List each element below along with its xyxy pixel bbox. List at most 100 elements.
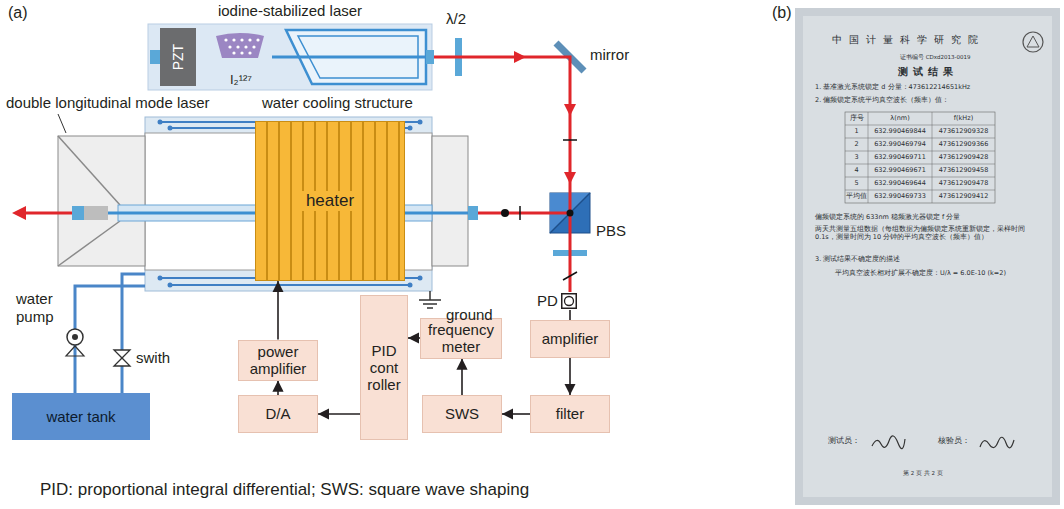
document-text: 2. 偏频锁定系统平均真空波长（频率）值： [815, 97, 949, 105]
laser-bore [272, 56, 426, 59]
polarization-dot [567, 210, 574, 217]
process-box: power amplifier [238, 340, 318, 381]
table-cell: 3 [845, 151, 868, 164]
table-cell: f(kHz) [932, 112, 995, 125]
housing-frame [58, 221, 120, 266]
iodine-cell-shape [216, 33, 264, 58]
valve-symbol [114, 350, 130, 358]
water-pump-symbol [67, 329, 83, 345]
process-box: filter [530, 395, 610, 433]
part-label: λ/2 [446, 10, 466, 28]
table-cell: 1 [845, 125, 868, 138]
photodetector-symbol [561, 293, 577, 309]
laser-module: iodine-stabilized laserPZT I₂¹²⁷ [148, 2, 432, 92]
end-cap [150, 50, 160, 64]
node-label: D/A [265, 405, 290, 422]
pipe-dot [158, 120, 423, 288]
pzt-block: PZT [160, 28, 196, 86]
table-cell: 632.990469794 [868, 138, 932, 151]
signal-arrow [318, 413, 360, 415]
end-cap [426, 50, 434, 64]
node-label: PZT [170, 44, 186, 70]
paper-sheet [803, 16, 1052, 497]
pump-stand [66, 346, 84, 356]
table-cell: 473612909458 [932, 164, 995, 177]
polarization-dot [501, 209, 509, 217]
signal-arrow [461, 359, 463, 396]
part-label: swith [136, 349, 170, 367]
laser-beam [24, 57, 570, 292]
part-label: mirror [590, 46, 629, 64]
signal-arrow [408, 337, 420, 339]
table-cell: 473612909366 [932, 138, 995, 151]
valve-symbol [114, 358, 130, 366]
end-cap [72, 206, 84, 220]
institute-logo [1023, 32, 1043, 52]
table-cell: 632.990469711 [868, 151, 932, 164]
node-label: PID cont roller [364, 342, 404, 394]
photodetector: PD [537, 292, 583, 310]
document-text: 证书编号 CDxd2013-0019 [900, 54, 971, 61]
node-label: power amplifier [242, 343, 314, 378]
laser-end-housing [58, 136, 145, 266]
table-cell: 平均值 [845, 190, 868, 203]
document-text: 两天共测量五组数据（每组数据为偏频锁定系统重新锁定，采样时间 0.1s，测量时间… [815, 226, 1040, 242]
table-cell: 473612909478 [932, 177, 995, 190]
caption: PID: proportional integral differential;… [40, 480, 529, 500]
part-label: double longitudinal mode laser [6, 94, 209, 112]
water-tank: water tank [12, 393, 150, 440]
table-cell: 632.990469844 [868, 125, 932, 138]
signature [980, 437, 1014, 448]
table-cell: 5 [845, 177, 868, 190]
signal-arrow [502, 413, 530, 415]
document-text: 核验员： [938, 436, 970, 446]
document-text: 3. 测试结果不确定度的描述 [815, 256, 900, 264]
table-cell: 序号 [845, 112, 868, 125]
water-pump-symbol [72, 334, 78, 340]
node-label: I₂¹²⁷ [230, 73, 252, 88]
document-text: 1. 基准激光系统锁定 d 分量：473612214651kHz [815, 84, 970, 92]
iodine-cell: I₂¹²⁷ [214, 30, 268, 88]
table-cell: 632.990469644 [868, 177, 932, 190]
institute-logo [1027, 36, 1039, 47]
document-text: 偏频锁定系统的 633nm 稳频激光器锁定 f 分量 [815, 214, 960, 222]
cell-dots [224, 38, 259, 54]
photodetector-symbol [564, 297, 573, 306]
part-label: ground [446, 306, 493, 324]
water-cooling-jacket [145, 117, 432, 291]
document-heading: 测试结果 [898, 66, 958, 78]
node-label: iodine-stabilized laser [218, 2, 362, 19]
table-cell: 473612909412 [932, 190, 995, 203]
ground-symbol [419, 291, 441, 308]
laser-housing [148, 24, 432, 90]
table-cell: λ(nm) [868, 112, 932, 125]
process-box: PID cont roller [360, 295, 408, 440]
node-label: water tank [46, 408, 115, 425]
panel-label: (a) [8, 3, 28, 22]
signal-arrow [569, 310, 571, 320]
laser-end-housing [432, 136, 468, 266]
table-cell: 632.990469671 [868, 164, 932, 177]
table-cell: 473612909328 [932, 125, 995, 138]
process-box: SWS [422, 395, 502, 433]
photodetector-symbol [562, 294, 577, 309]
document-header: 中国计量科学研究院 [832, 34, 985, 46]
table-cell: 632.990469733 [868, 190, 932, 203]
table-frame [845, 112, 995, 203]
node-label: frequency meter [424, 321, 498, 356]
node-label: filter [556, 405, 584, 422]
document-text: 测试员： [828, 436, 860, 446]
process-box: frequency meter [420, 318, 502, 359]
cooling-pipe [160, 122, 420, 285]
part-label: PBS [596, 222, 626, 240]
table-cell: 473612909428 [932, 151, 995, 164]
electrode [84, 206, 108, 220]
signal-arrow [277, 381, 279, 396]
signal-arrow [277, 281, 279, 340]
table-grid [845, 112, 995, 203]
photo-background [795, 8, 1060, 505]
leader-line [58, 114, 66, 133]
node-label: amplifier [542, 330, 599, 347]
end-cap [468, 206, 478, 220]
document-text: 第 2 页 共 2 页 [903, 470, 943, 477]
